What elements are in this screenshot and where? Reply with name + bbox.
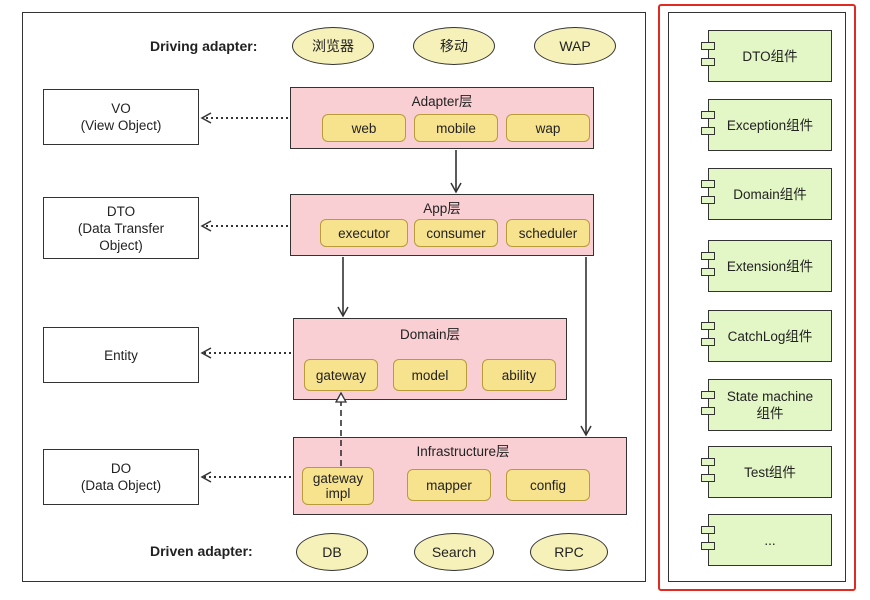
driving-adapter-wap: WAP <box>534 27 616 65</box>
component-label: DTO组件 <box>742 48 798 64</box>
domain-item-gateway: gateway <box>304 359 378 391</box>
entity-box: Entity <box>43 327 199 383</box>
component-tab-icon <box>701 474 715 482</box>
driving-adapter-browser: 浏览器 <box>292 27 374 65</box>
driven-adapter-search: Search <box>414 533 494 571</box>
adapter-layer-title: Adapter层 <box>411 94 473 109</box>
component-tab-icon <box>701 338 715 346</box>
dto-box: DTO (Data Transfer Object) <box>43 197 199 259</box>
domain-layer-title: Domain层 <box>399 327 461 342</box>
domain-item-ability: ability <box>482 359 556 391</box>
adapter-item-wap: wap <box>506 114 590 142</box>
component-label: Exception组件 <box>726 117 814 133</box>
component-tab-icon <box>701 127 715 135</box>
component-label: CatchLog组件 <box>727 328 813 344</box>
component-label: ... <box>764 532 776 548</box>
component-box: Extension组件 <box>708 240 832 292</box>
component-box: DTO组件 <box>708 30 832 82</box>
infra-item-mapper: mapper <box>407 469 491 501</box>
component-box: State machine 组件 <box>708 379 832 431</box>
component-label: State machine 组件 <box>726 389 814 421</box>
component-box: Exception组件 <box>708 99 832 151</box>
driven-adapter-db: DB <box>296 533 368 571</box>
component-tab-icon <box>701 526 715 534</box>
component-box: Test组件 <box>708 446 832 498</box>
adapter-item-mobile: mobile <box>414 114 498 142</box>
component-label: Domain组件 <box>733 186 807 202</box>
component-tab-icon <box>701 458 715 466</box>
domain-item-model: model <box>393 359 467 391</box>
driving-adapter-mobile: 移动 <box>413 27 495 65</box>
adapter-item-web: web <box>322 114 406 142</box>
component-tab-icon <box>701 196 715 204</box>
component-tab-icon <box>701 322 715 330</box>
component-box: Domain组件 <box>708 168 832 220</box>
component-tab-icon <box>701 407 715 415</box>
component-tab-icon <box>701 542 715 550</box>
component-label: Extension组件 <box>726 258 814 274</box>
vo-box: VO (View Object) <box>43 89 199 145</box>
component-tab-icon <box>701 180 715 188</box>
component-tab-icon <box>701 58 715 66</box>
component-tab-icon <box>701 391 715 399</box>
app-item-executor: executor <box>320 219 408 247</box>
app-item-consumer: consumer <box>414 219 498 247</box>
driven-adapter-label: Driven adapter: <box>150 543 253 559</box>
infra-item-gateway-impl: gateway impl <box>302 467 374 505</box>
do-box: DO (Data Object) <box>43 449 199 505</box>
infra-item-config: config <box>506 469 590 501</box>
app-layer-title: App层 <box>423 201 461 216</box>
app-item-scheduler: scheduler <box>506 219 590 247</box>
component-tab-icon <box>701 268 715 276</box>
component-label: Test组件 <box>744 464 796 480</box>
component-tab-icon <box>701 42 715 50</box>
driven-adapter-rpc: RPC <box>530 533 608 571</box>
infrastructure-layer-title: Infrastructure层 <box>416 444 510 459</box>
component-box: ... <box>708 514 832 566</box>
component-tab-icon <box>701 111 715 119</box>
driving-adapter-label: Driving adapter: <box>150 38 258 54</box>
components-highlight-border <box>658 4 856 591</box>
component-tab-icon <box>701 252 715 260</box>
component-box: CatchLog组件 <box>708 310 832 362</box>
